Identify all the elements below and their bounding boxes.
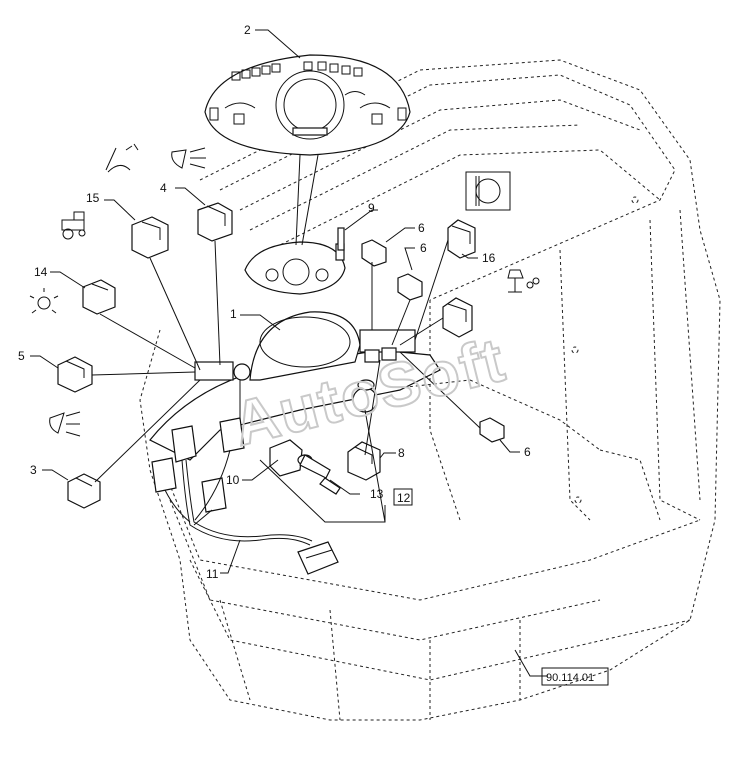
- cluster-leader-lines: [295, 154, 319, 246]
- callout-3: 3: [30, 463, 37, 477]
- bulb-part-9: [337, 227, 345, 251]
- warning-lamp-row: [231, 61, 363, 81]
- callout-2: 2: [244, 23, 251, 37]
- tractor-icon: [61, 211, 86, 240]
- callout-5: 5: [18, 349, 25, 363]
- work-light-icon: [105, 143, 139, 173]
- callout-10: 10: [226, 473, 240, 487]
- dipped-beam-icon: [49, 411, 81, 437]
- instrument-cluster-large: [204, 54, 411, 156]
- callout-12: 12: [397, 491, 411, 505]
- cab-lamp-icon: [507, 269, 540, 293]
- callout-6c: 6: [524, 445, 531, 459]
- callout-1: 1: [230, 307, 237, 321]
- callout-15: 15: [86, 191, 100, 205]
- callout-labels: 2 1 4 15 14 5 3 9 6 6 6 16 8 10 11 13 12: [18, 23, 531, 581]
- rocker-switches: [57, 202, 476, 509]
- callout-16: 16: [482, 251, 496, 265]
- sun-icon: [29, 288, 59, 314]
- reference-link[interactable]: 90.114.01: [541, 667, 609, 686]
- instrument-cluster-small: [244, 241, 346, 295]
- callout-8: 8: [398, 446, 405, 460]
- callout-11: 11: [206, 567, 219, 581]
- callout-6a: 6: [418, 221, 425, 235]
- headlamp-icon: [171, 147, 206, 169]
- heater-fan-icon: [465, 171, 511, 211]
- callout-12-box: [393, 488, 413, 506]
- reference-label[interactable]: 90.114.01: [546, 672, 594, 684]
- callout-9: 9: [368, 201, 375, 215]
- callout-6b: 6: [420, 241, 427, 255]
- callout-13: 13: [370, 487, 384, 501]
- reference-box[interactable]: [541, 667, 609, 686]
- mounting-clips: [361, 239, 505, 443]
- wiring-harness: [151, 417, 339, 575]
- callout-4: 4: [160, 181, 167, 195]
- symbol-icons: [29, 143, 540, 437]
- cab-outline: [139, 59, 721, 721]
- callout-leaders: [30, 29, 548, 677]
- callout-14: 14: [34, 265, 48, 279]
- dashboard-housing: [149, 311, 441, 461]
- socket-parts: [269, 379, 378, 495]
